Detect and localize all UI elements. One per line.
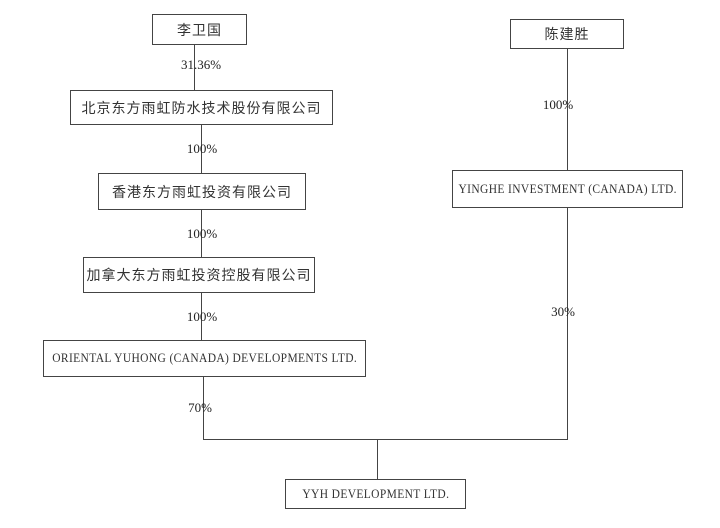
node-beijing-oriental-yuhong: 北京东方雨虹防水技术股份有限公司	[70, 90, 333, 125]
node-label: 北京东方雨虹防水技术股份有限公司	[81, 100, 322, 117]
node-label: 香港东方雨虹投资有限公司	[112, 184, 292, 201]
edge-li-to-beijing	[194, 45, 195, 90]
node-yinghe-investment: YINGHE INVESTMENT (CANADA) LTD.	[452, 170, 683, 208]
node-canada-oriental-yuhong-holding: 加拿大东方雨虹投资控股有限公司	[83, 257, 315, 293]
node-label: 陈建胜	[544, 27, 590, 43]
edge-merge-to-yyh	[377, 439, 378, 479]
node-yyh-development: YYH DEVELOPMENT LTD.	[285, 479, 466, 509]
edge-hk-to-canada-holding	[201, 210, 202, 257]
edge-label-chen-yinghe: 100%	[542, 97, 574, 112]
edge-label-oriental-yyh: 70%	[188, 400, 212, 415]
node-chen-jiansheng: 陈建胜	[510, 19, 624, 49]
edge-canada-holding-to-oriental	[201, 293, 202, 340]
edge-label-yinghe-yyh: 30%	[551, 304, 575, 319]
edge-beijing-to-hk	[201, 125, 202, 173]
edge-oriental-down	[203, 377, 204, 439]
edge-label-beijing-hk: 100%	[186, 141, 218, 156]
node-label: 加拿大东方雨虹投资控股有限公司	[86, 268, 312, 284]
node-oriental-yuhong-canada: ORIENTAL YUHONG (CANADA) DEVELOPMENTS LT…	[43, 340, 366, 377]
node-hk-oriental-yuhong: 香港东方雨虹投资有限公司	[98, 173, 306, 210]
edge-label-li-beijing: 31.36%	[180, 57, 222, 72]
edge-label-canada-oriental: 100%	[186, 309, 218, 324]
edge-label-hk-canada: 100%	[186, 226, 218, 241]
node-label: ORIENTAL YUHONG (CANADA) DEVELOPMENTS LT…	[52, 351, 357, 365]
node-label: YYH DEVELOPMENT LTD.	[302, 486, 449, 501]
node-label: YINGHE INVESTMENT (CANADA) LTD.	[458, 181, 677, 196]
edge-yinghe-down	[567, 208, 568, 439]
edge-merge-horizontal	[203, 439, 568, 440]
edge-chen-to-yinghe	[567, 49, 568, 170]
node-label: 李卫国	[177, 22, 222, 39]
node-li-weiguo: 李卫国	[152, 14, 247, 45]
